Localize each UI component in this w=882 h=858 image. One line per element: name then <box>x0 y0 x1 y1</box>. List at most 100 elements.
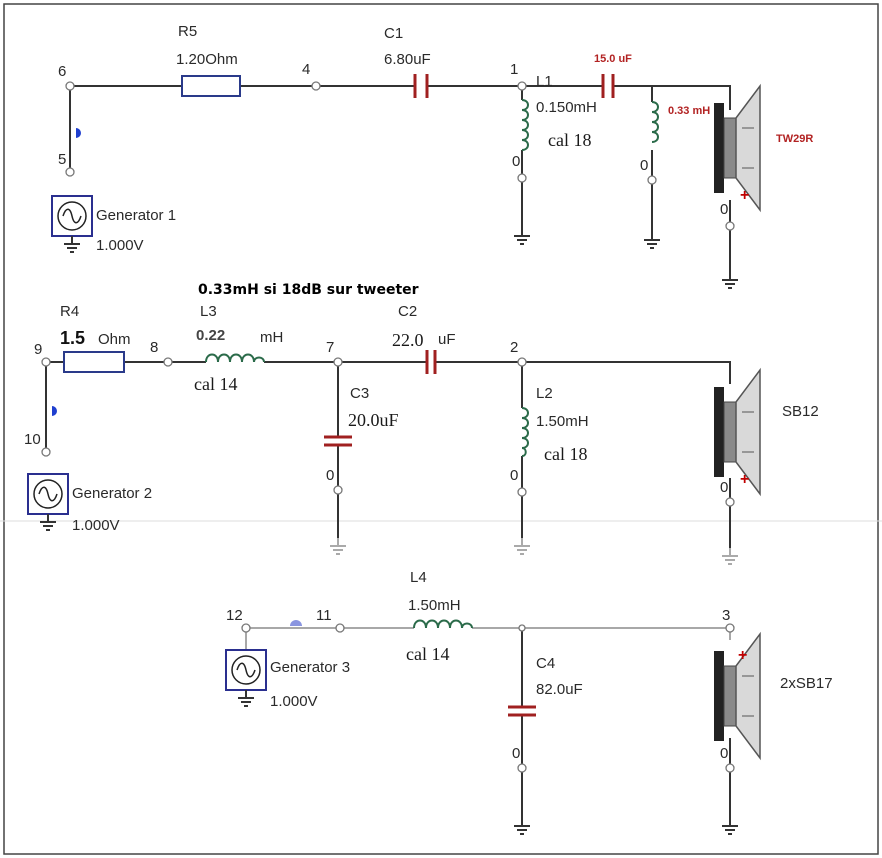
generator-1-name: Generator 1 <box>96 207 176 224</box>
r5-resistor[interactable] <box>181 75 241 97</box>
node-2-label: 2 <box>510 339 518 356</box>
node-0 <box>517 763 527 773</box>
node-0-label: 0 <box>512 745 520 762</box>
probe-marker <box>52 406 57 416</box>
node-9-label: 9 <box>34 341 42 358</box>
node-5-label: 5 <box>58 151 66 168</box>
l3-inductor[interactable] <box>205 353 265 363</box>
c1-capacitor[interactable] <box>413 74 429 98</box>
extra-capacitor-value: 15.0 uF <box>594 53 632 65</box>
node-8-label: 8 <box>150 339 158 356</box>
tweeter-note: 0.33mH si 18dB sur tweeter <box>198 282 419 298</box>
c3-capacitor[interactable] <box>324 435 352 447</box>
node-0-label: 0 <box>510 467 518 484</box>
node-5 <box>65 167 75 177</box>
2xsb17-label: 2xSB17 <box>780 675 833 692</box>
node-0 <box>333 485 343 495</box>
junction <box>518 624 526 632</box>
generator-3-name: Generator 3 <box>270 659 350 676</box>
node-1 <box>517 81 527 91</box>
node-0 <box>725 221 735 231</box>
node-12 <box>241 623 251 633</box>
r4-unit: Ohm <box>98 331 131 348</box>
node-0 <box>647 175 657 185</box>
r4-resistor[interactable] <box>63 351 125 373</box>
c2-unit: uF <box>438 331 456 348</box>
plus-marker: + <box>740 187 749 204</box>
node-12-label: 12 <box>226 607 243 624</box>
node-0-label: 0 <box>720 745 728 762</box>
probe-marker <box>76 128 81 138</box>
l1-inductor[interactable] <box>521 99 529 151</box>
l1-note: cal 18 <box>548 130 591 150</box>
plus-marker: + <box>740 471 749 488</box>
2xsb17-speaker[interactable] <box>713 633 761 759</box>
node-11-label: 11 <box>316 607 332 624</box>
l3-unit: mH <box>260 329 283 346</box>
node-11 <box>335 623 345 633</box>
frame <box>3 3 879 855</box>
node-10 <box>41 447 51 457</box>
l2-inductor[interactable] <box>521 407 529 457</box>
node-10-label: 10 <box>24 431 41 448</box>
l4-note: cal 14 <box>406 644 449 664</box>
node-1-label: 1 <box>510 61 518 78</box>
c4-name: C4 <box>536 655 555 672</box>
circuit-3: L4 1.50mH cal 14 C4 82.0uF + 2xSB17 Gene… <box>225 569 833 835</box>
l1-name: L1 <box>536 73 553 90</box>
c2-name: C2 <box>398 303 417 320</box>
r5-value: 1.20Ohm <box>176 51 238 68</box>
node-0 <box>725 763 735 773</box>
r4-name: R4 <box>60 303 79 320</box>
l4-inductor[interactable] <box>413 619 473 629</box>
sb12-speaker[interactable] <box>713 369 761 495</box>
node-0 <box>517 487 527 497</box>
probe-marker <box>290 620 302 626</box>
l4-value: 1.50mH <box>408 597 461 614</box>
node-8 <box>163 357 173 367</box>
node-9 <box>41 357 51 367</box>
node-4 <box>311 81 321 91</box>
tw29r-label: TW29R <box>776 133 813 145</box>
node-3-label: 3 <box>722 607 730 624</box>
node-0 <box>517 173 527 183</box>
generator-3[interactable] <box>225 649 267 691</box>
c4-value: 82.0uF <box>536 681 583 698</box>
node-0 <box>725 497 735 507</box>
c2-value: 22.0 <box>392 330 424 350</box>
extra-capacitor[interactable] <box>601 74 615 98</box>
extra-inductor-value: 0.33 mH <box>668 105 710 117</box>
l2-name: L2 <box>536 385 553 402</box>
node-0-label: 0 <box>326 467 334 484</box>
node-0-label: 0 <box>720 479 728 496</box>
tw29r-speaker[interactable] <box>713 85 761 211</box>
extra-inductor[interactable] <box>651 101 659 143</box>
node-0-label: 0 <box>720 201 728 218</box>
node-7-label: 7 <box>326 339 334 356</box>
generator-1-voltage: 1.000V <box>96 237 144 254</box>
l2-value: 1.50mH <box>536 413 589 430</box>
r4-value: 1.5 <box>60 328 85 348</box>
node-6-label: 6 <box>58 63 66 80</box>
generator-2-voltage: 1.000V <box>72 517 120 534</box>
r5-name: R5 <box>178 23 197 40</box>
node-3 <box>725 623 735 633</box>
circuit-2: 0.33mH si 18dB sur tweeter R4 1.5 Ohm L3… <box>24 282 819 565</box>
node-4-label: 4 <box>302 61 310 78</box>
node-2 <box>517 357 527 367</box>
node-6 <box>65 81 75 91</box>
plus-marker: + <box>738 647 747 664</box>
l1-value: 0.150mH <box>536 99 597 116</box>
generator-3-voltage: 1.000V <box>270 693 318 710</box>
circuit-1: R5 1.20Ohm C1 6.80uF 15.0 uF L1 0.150mH … <box>51 23 813 289</box>
c1-name: C1 <box>384 25 403 42</box>
generator-2[interactable] <box>27 473 69 515</box>
generator-1[interactable] <box>51 195 93 237</box>
l3-value: 0.22 <box>196 327 225 344</box>
c1-value: 6.80uF <box>384 51 431 68</box>
c3-value: 20.0uF <box>348 410 399 430</box>
sb12-label: SB12 <box>782 403 819 420</box>
node-7 <box>333 357 343 367</box>
c4-capacitor[interactable] <box>508 705 536 717</box>
c2-capacitor[interactable] <box>425 350 437 374</box>
